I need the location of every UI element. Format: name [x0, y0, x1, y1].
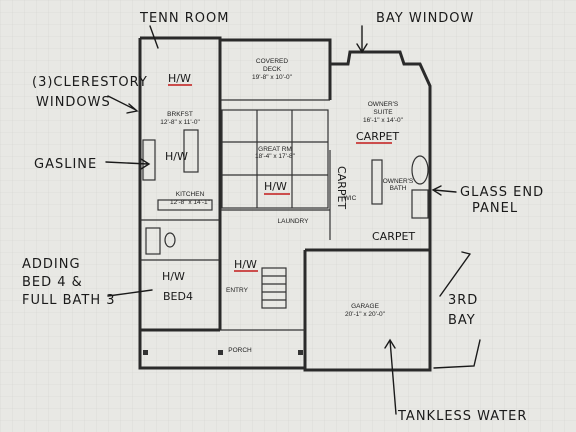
note-clerestory-2: WINDOWS [36, 95, 111, 110]
note-tankless: TANKLESS WATER [397, 409, 527, 424]
mark-hw-great: H/W [264, 180, 287, 193]
room-covered-deck-2: DECK [263, 66, 282, 73]
mark-hw-entry: H/W [234, 258, 257, 271]
room-wic: WIC [344, 195, 357, 202]
room-covered-deck-dim: 19'-8" x 10'-0" [252, 74, 293, 81]
room-laundry: LAUNDRY [278, 218, 310, 225]
mark-hw-brkfst: H/W [168, 72, 191, 85]
room-owners-suite: OWNER'S [368, 101, 399, 108]
room-brkfst-dim: 12'-8" x 11'-0" [160, 119, 200, 126]
room-owners-bath: OWNER'S [383, 178, 414, 185]
room-porch: PORCH [228, 347, 252, 354]
note-gasline: GASLINE [34, 157, 97, 172]
note-tenn-room: TENN ROOM [139, 11, 229, 26]
note-glass-end-2: PANEL [472, 201, 518, 216]
note-adding-1: ADDING [22, 257, 81, 272]
note-clerestory-1: (3)CLERESTORY [32, 75, 148, 90]
annotation-arrows [105, 25, 481, 415]
room-garage: GARAGE [351, 303, 379, 310]
room-owners-bath-2: BATH [390, 185, 407, 192]
note-third-bay-1: 3RD [448, 293, 478, 308]
room-brkfst: BRKFST [167, 111, 193, 118]
mark-hw-kitchen: H/W [165, 150, 188, 163]
room-owners-suite-2: SUITE [373, 109, 393, 116]
mark-bed4: BED4 [163, 290, 193, 303]
kitchen-fixtures [142, 129, 213, 211]
mark-carpet-suite: CARPET [356, 130, 399, 143]
note-third-bay-2: BAY [448, 313, 476, 328]
room-kitchen: KITCHEN [176, 191, 205, 198]
room-garage-dim: 20'-1" x 20'-0" [345, 311, 386, 318]
room-kitchen-dim: 12'-8" x 14'-1" [170, 199, 211, 206]
mark-hw-bed4: H/W [162, 270, 185, 283]
stairs [261, 267, 287, 309]
note-adding-3: FULL BATH 3 [22, 293, 116, 308]
room-entry: ENTRY [226, 287, 249, 294]
bath-fixtures [145, 155, 429, 255]
note-bay-window: BAY WINDOW [376, 11, 474, 26]
note-adding-2: BED 4 & [22, 275, 83, 290]
great-room-grid [221, 109, 329, 209]
room-covered-deck: COVERED [256, 58, 288, 65]
porch-columns [143, 350, 303, 355]
room-owners-suite-dim: 16'-1" x 14'-0" [363, 117, 404, 124]
mark-carpet-wic: CARPET [335, 166, 348, 209]
mark-carpet-bath: CARPET [372, 230, 415, 243]
note-glass-end-1: GLASS END [460, 185, 544, 200]
room-great-rm-dim: 18'-4" x 17'-8" [255, 153, 296, 160]
outer-walls [138, 36, 432, 372]
room-great-rm: GREAT RM [258, 146, 292, 153]
